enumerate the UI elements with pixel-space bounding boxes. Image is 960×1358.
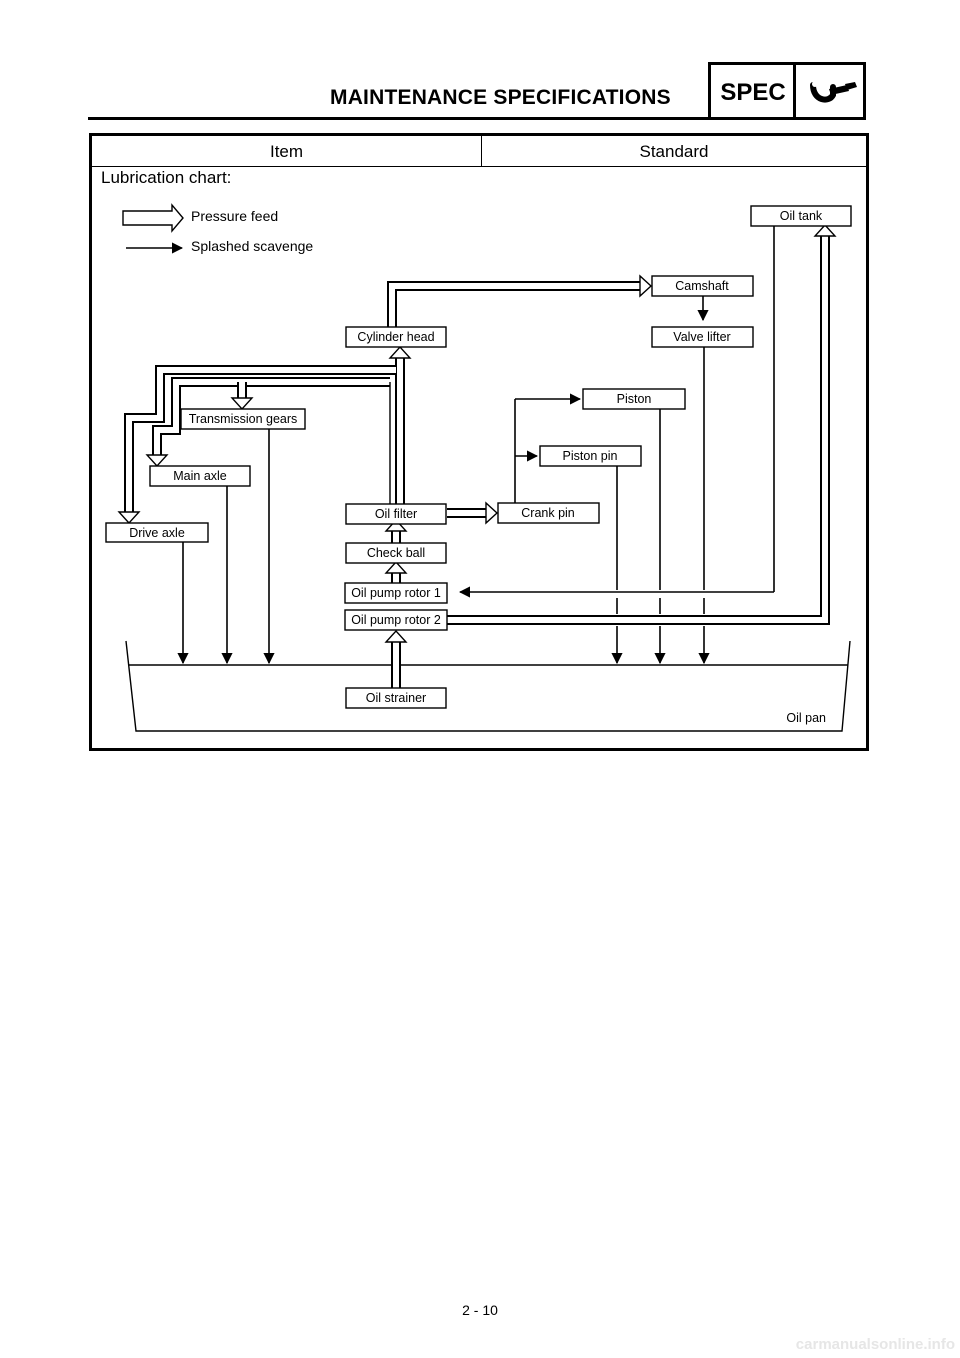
drive-axle-label: Drive axle [129,526,185,540]
piston-pin-box: Piston pin [539,445,642,467]
check-ball-label: Check ball [367,546,425,560]
oil-filter-box: Oil filter [345,503,447,525]
camshaft-label: Camshaft [675,279,729,293]
crank-pin-label: Crank pin [521,506,575,520]
cylinder-head-label: Cylinder head [357,330,434,344]
scavenge-paths [177,226,775,665]
oil-pan-label: Oil pan [786,711,826,725]
piston-label: Piston [617,392,652,406]
legend-pressure-feed: Pressure feed [191,208,278,224]
main-axle-box: Main axle [149,465,251,487]
piston-pin-label: Piston pin [563,449,618,463]
section-badge: SPEC [708,62,866,120]
watermark: carmanualsonline.info [795,1336,955,1353]
col-header-standard: Standard [639,142,709,161]
wrench-icon [810,81,857,103]
section-badge-label: SPEC [720,79,786,106]
lubrication-chart-label: Lubrication chart: [101,168,232,187]
col-header-item: Item [269,142,304,161]
valve-lifter-box: Valve lifter [651,326,754,348]
components: Oil tank Camshaft Valve lifter Cylinder … [105,205,852,709]
page-number: 2 - 10 [462,1302,498,1318]
oil-pump-rotor-2-box: Oil pump rotor 2 [344,609,448,631]
spec-table: Item Standard [89,133,869,751]
badge-divider [793,65,796,117]
transmission-gears-label: Transmission gears [189,412,298,426]
page-title: MAINTENANCE SPECIFICATIONS [330,86,671,109]
valve-lifter-label: Valve lifter [673,330,730,344]
crank-pin-box: Crank pin [497,502,600,524]
pressure-feed-legend-arrow [122,203,184,233]
main-axle-label: Main axle [173,469,227,483]
pressure-feed-arrowheads [117,223,837,643]
cylinder-head-box: Cylinder head [345,326,447,348]
camshaft-box: Camshaft [651,275,754,297]
legend-splashed-scavenge: Splashed scavenge [191,238,313,254]
oil-tank-box: Oil tank [750,205,852,227]
oil-strainer-box: Oil strainer [345,687,447,709]
oil-pan: Oil pan [125,640,851,732]
transmission-gears-box: Transmission gears [180,408,306,430]
pressure-feed-paths [124,236,830,688]
oil-pump-rotor-1-box: Oil pump rotor 1 [344,582,448,604]
header-divider [481,136,482,167]
drive-axle-box: Drive axle [105,522,209,543]
oil-filter-label: Oil filter [375,507,417,521]
title-underline [88,117,708,120]
oil-strainer-label: Oil strainer [366,691,426,705]
legend: Pressure feed Splashed scavenge [122,203,313,254]
oil-tank-label: Oil tank [780,209,823,223]
table-header: Item Standard [92,136,866,167]
check-ball-box: Check ball [345,542,447,564]
piston-box: Piston [582,388,686,410]
oil-pump-rotor-2-label: Oil pump rotor 2 [351,613,441,627]
oil-pump-rotor-1-label: Oil pump rotor 1 [351,586,441,600]
